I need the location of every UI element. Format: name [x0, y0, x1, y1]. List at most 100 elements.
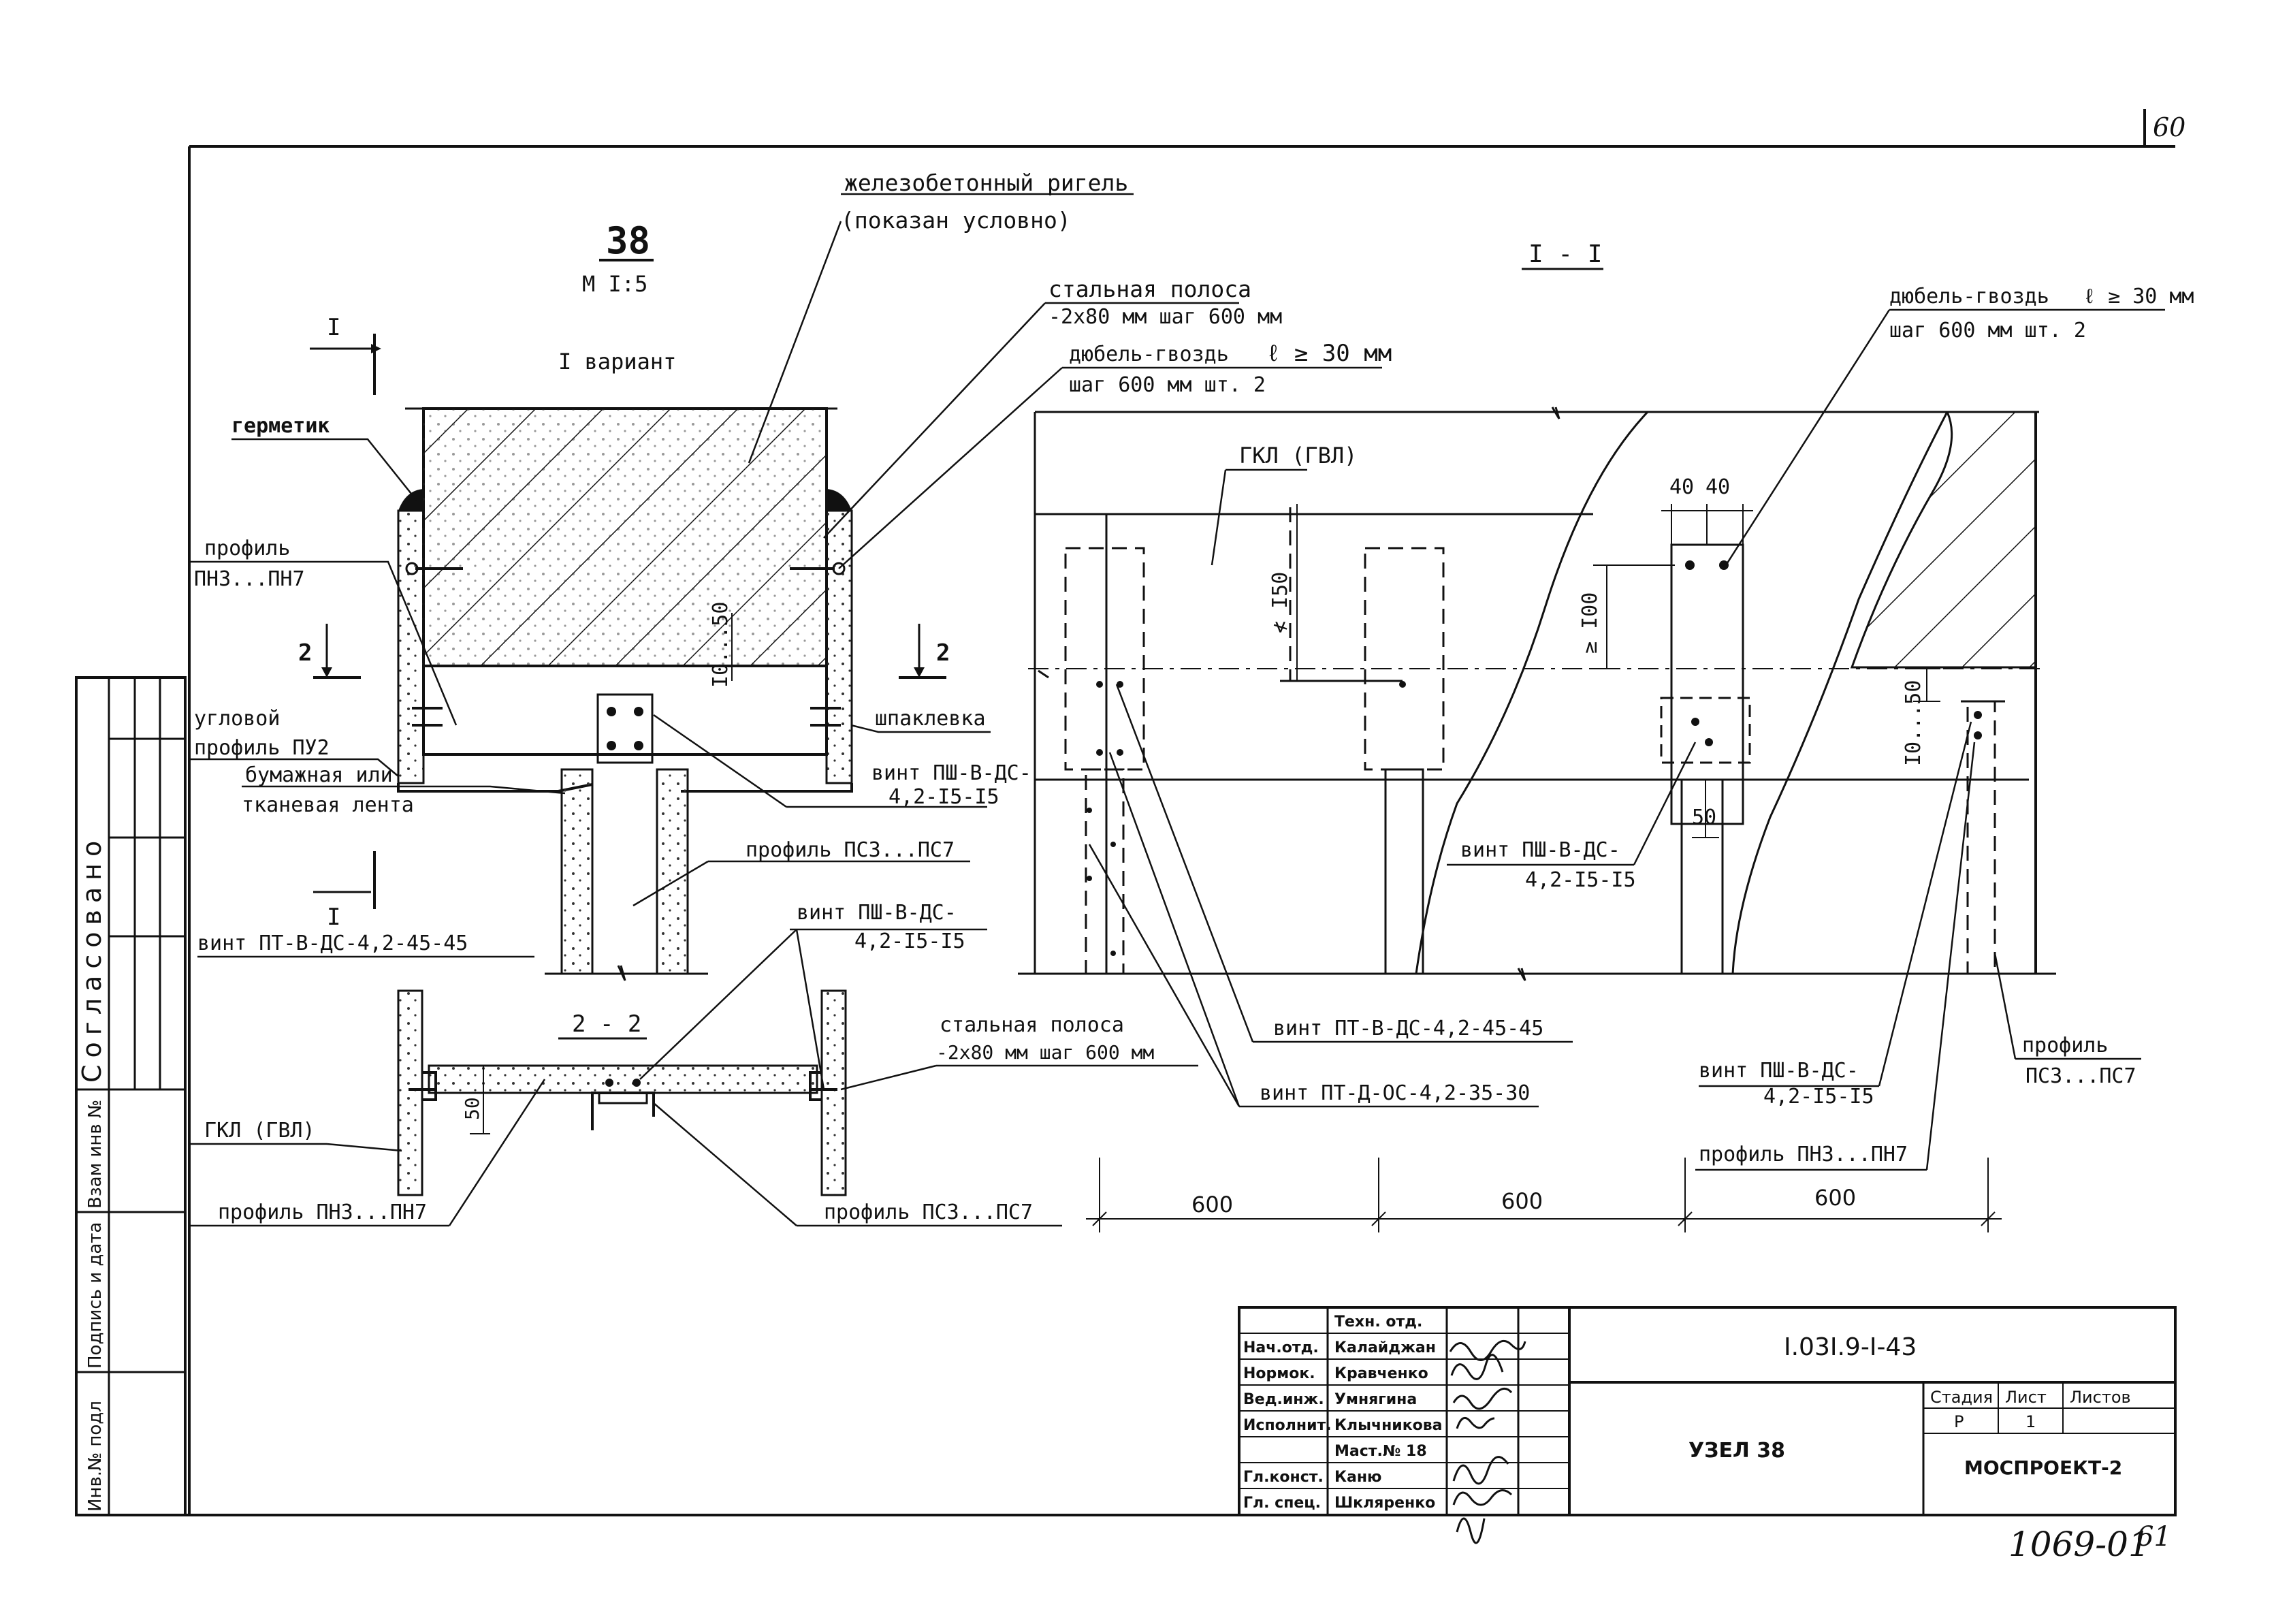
tb-role-3: Вед.инж.: [1243, 1391, 1324, 1408]
tb-name-6: Каню: [1334, 1469, 1381, 1486]
label-strip-2: -2х80 мм шаг 600 мм: [1048, 305, 1282, 329]
cut-mark-2-left: [313, 624, 361, 679]
page-mark: 60: [2153, 112, 2185, 142]
sec2-strip-1: стальная полоса: [940, 1013, 1124, 1037]
sec1-gkl: ГКЛ (ГВЛ): [1239, 443, 1357, 468]
tb-role-1: Нач.отд.: [1243, 1339, 1319, 1356]
label-screw-pt: винт ПТ-В-ДС-4,2-45-45: [197, 932, 468, 955]
sec2-profile-ps: профиль ПС3...ПС7: [824, 1200, 1033, 1224]
archive-page: 61: [2136, 1521, 2171, 1553]
label-dowel-cond: ℓ ≥ 30 мм: [1266, 340, 1392, 367]
sec1-dim-gap: I0...50: [1902, 680, 1925, 766]
sec2-screw-psh-2: 4,2-I5-I5: [854, 929, 965, 953]
archive-number: 1069-01: [2008, 1525, 2150, 1564]
sealant-right: [827, 489, 852, 511]
label-strip-1: стальная полоса: [1048, 276, 1251, 302]
left-stud-walls: [545, 768, 708, 981]
sec1-screw-psh-b-1: винт ПШ-В-ДС-: [1699, 1059, 1859, 1083]
tb-name-7: Шкляренко: [1334, 1495, 1435, 1512]
cut-2-label-left: 2: [298, 639, 312, 667]
sec2-profile-pn: профиль ПН3...ПН7: [218, 1200, 427, 1224]
sec1-leaders: [1088, 308, 2165, 1171]
section-2-title: 2 - 2: [572, 1010, 641, 1038]
sec1-dim-100: ≥ I00: [1578, 592, 1602, 654]
sec1-dim-600-3: 600: [1814, 1185, 1856, 1211]
label-profile-pn-1: профиль: [204, 537, 290, 560]
label-tape-2: тканевая лента: [242, 793, 414, 817]
tb-role-4: Исполнит.: [1243, 1417, 1332, 1434]
stamp-approved: Согласовано: [77, 834, 107, 1083]
label-rigel-2: (показан условно): [841, 207, 1071, 234]
label-profile-ps: профиль ПС3...ПС7: [746, 838, 955, 862]
label-putty: шпаклевка: [875, 707, 986, 731]
label-dowel-2: шаг 600 мм шт. 2: [1069, 373, 1266, 397]
sealant-left: [398, 489, 423, 511]
label-tape-1: бумажная или: [245, 763, 393, 787]
stamp-replaced-inv: Взам инв №: [85, 1100, 106, 1209]
tb-sheet: 1: [2025, 1412, 2036, 1431]
tb-role-2: Нормок.: [1243, 1365, 1315, 1382]
tb-name-4: Клычникова: [1334, 1417, 1443, 1434]
section-2-leaders: [191, 928, 1198, 1227]
left-view-leaders: [191, 193, 1382, 958]
label-corner-2: профиль ПУ2: [194, 736, 330, 760]
sec1-dim-40b: 40: [1706, 475, 1730, 499]
dowels-left-view: [405, 562, 846, 727]
side-stamp: [75, 676, 187, 1516]
section-1-title: I - I: [1528, 240, 1602, 268]
signatures: [1449, 1339, 1526, 1544]
sec1-dim-600-1: 600: [1191, 1192, 1233, 1217]
tb-name-5: Маст.№ 18: [1334, 1443, 1427, 1460]
sec1-dim-40a: 40: [1669, 475, 1694, 499]
tb-sheet-head: Лист: [2005, 1388, 2047, 1407]
tb-role-6: Гл.конст.: [1243, 1469, 1324, 1486]
sec2-strip-2: -2х80 мм шаг 600 мм: [936, 1041, 1154, 1064]
sec1-screw-pt-d: винт ПТ-Д-ОС-4,2-35-30: [1260, 1081, 1530, 1105]
tb-role-7: Гл. спец.: [1243, 1495, 1321, 1512]
tb-name-0: Техн. отд.: [1334, 1313, 1422, 1331]
tb-stage-head: Стадия: [1930, 1388, 1993, 1407]
label-corner-1: угловой: [194, 707, 280, 731]
cut-mark-1-bottom: [313, 851, 376, 909]
cut-1-label-bottom: I: [327, 904, 340, 931]
label-rigel-1: железобетонный ригель: [844, 170, 1128, 196]
sec1-profile-ps-1: профиль: [2022, 1034, 2108, 1057]
sec1-screw-pt-v: винт ПТ-В-ДС-4,2-45-45: [1273, 1017, 1543, 1040]
rigel-beam: [405, 407, 837, 667]
sec1-dowel-cond: ℓ ≥ 30 мм: [2083, 285, 2194, 308]
sec1-screw-psh-a-2: 4,2-I5-I5: [1525, 868, 1636, 892]
tb-name-1: Калайджан: [1334, 1339, 1436, 1356]
cut-2-label-right: 2: [936, 639, 950, 667]
sec1-dowel-2: шаг 600 мм шт. 2: [1889, 319, 2086, 343]
sec1-dim-150: ≮ I50: [1268, 572, 1292, 633]
dim-gap-left: [718, 613, 746, 681]
node-number: 38: [606, 219, 650, 262]
sec1-profile-ps-2: ПС3...ПС7: [2025, 1064, 2136, 1088]
sec1-screw-psh-a-1: винт ПШ-В-ДС-: [1460, 838, 1620, 862]
sec1-dim-600-2: 600: [1501, 1188, 1543, 1214]
label-dowel-1: дюбель-гвоздь: [1069, 343, 1229, 366]
dim-gap-left-label: I0...50: [709, 602, 733, 688]
title-block: [1238, 1306, 2177, 1516]
sec1-dowel-1: дюбель-гвоздь: [1889, 285, 2049, 308]
label-sealant: герметик: [231, 414, 330, 438]
node-scale: М I:5: [582, 271, 647, 297]
sec2-screw-psh-1: винт ПШ-В-ДС-: [797, 901, 957, 925]
section-2-drawing: [397, 989, 847, 1196]
label-screw-psh-2: 4,2-I5-I5: [888, 785, 999, 809]
label-profile-pn-2: ПН3...ПН7: [194, 567, 305, 591]
label-screw-psh-1: винт ПШ-В-ДС-: [871, 761, 1031, 785]
cut-1-label-top: I: [327, 314, 340, 341]
sec2-dim-50: 50: [461, 1097, 483, 1120]
stamp-inv-no: Инв.№ подл: [85, 1401, 106, 1512]
sec1-profile-pn: профиль ПН3...ПН7: [1699, 1143, 1908, 1166]
tb-stage: Р: [1954, 1412, 1964, 1431]
section-1-drawing: [1018, 407, 2056, 981]
cut-mark-1-top: [310, 334, 381, 395]
cut-mark-2-right: [899, 624, 946, 679]
center-plate: [596, 693, 654, 764]
tb-doc-code: I.03I.9-I-43: [1784, 1333, 1917, 1361]
stamp-sign-date: Подпись и дата: [85, 1222, 106, 1369]
tb-name-3: Умнягина: [1334, 1391, 1417, 1408]
